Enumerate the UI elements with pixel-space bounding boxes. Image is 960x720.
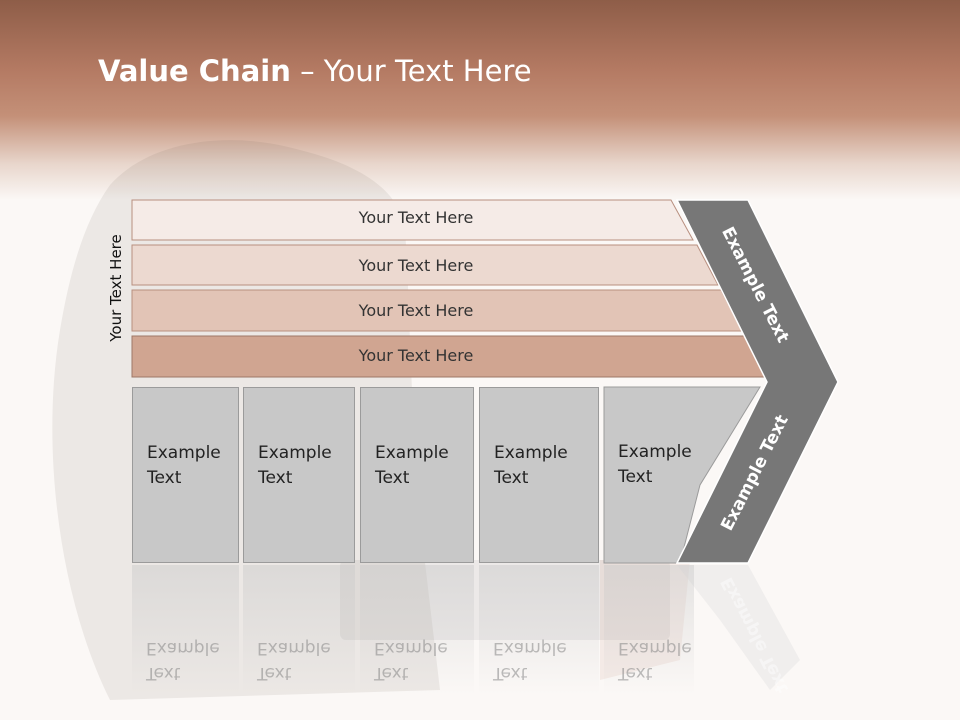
title-bold: Value Chain [98,54,291,88]
box-4-reflection-line2: Text [493,663,528,683]
title-rest: – Your Text Here [290,54,532,88]
box-2-line1: Example [258,443,332,463]
box-5-reflection-line2: Text [618,663,653,683]
box-5-reflection: Text Example [604,565,694,695]
slide-title: Value Chain – Your Text Here [98,54,532,88]
box-5-reflection-line1: Example [618,638,692,658]
box-1-line1: Example [147,443,221,463]
box-1-reflection-text: Text Example [146,635,246,685]
box-5-line2: Text [618,467,653,487]
box-2-reflection: Text Example [243,565,355,695]
box-3-reflection: Text Example [360,565,474,695]
box-1-reflection-line1: Example [146,638,220,658]
box-5-line1: Example [618,442,692,462]
box-4-reflection-line1: Example [493,638,567,658]
box-1-line2: Text [147,468,182,488]
box-5-shape [603,386,761,564]
box-1-reflection-line2: Text [146,663,181,683]
band-1 [131,199,694,241]
box-2-reflection-line2: Text [257,663,292,683]
box-3-line1: Example [375,443,449,463]
chevron-reflection [677,565,800,690]
box-3-line2: Text [375,468,410,488]
box-4-line1: Example [494,443,568,463]
box-4-reflection-text: Text Example [493,635,593,685]
box-3-reflection-line1: Example [374,638,448,658]
chevron-shape [675,199,839,564]
band-2 [131,244,719,286]
box-2-reflection-line1: Example [257,638,331,658]
header-band [0,0,960,200]
band-2-label: Your Text Here [358,256,474,275]
box-1-reflection: Text Example [132,565,239,695]
box-4-reflection: Text Example [479,565,599,695]
band-3-label: Your Text Here [358,301,474,320]
box-2-reflection-text: Text Example [257,635,357,685]
box-5-reflection-text: Text Example [618,635,718,685]
box-3-reflection-line2: Text [374,663,409,683]
box-4-line2: Text [494,468,529,488]
box-2-line2: Text [258,468,293,488]
band-1-label: Your Text Here [358,208,474,227]
box-3-reflection-text: Text Example [374,635,474,685]
band-4-label: Your Text Here [358,346,474,365]
